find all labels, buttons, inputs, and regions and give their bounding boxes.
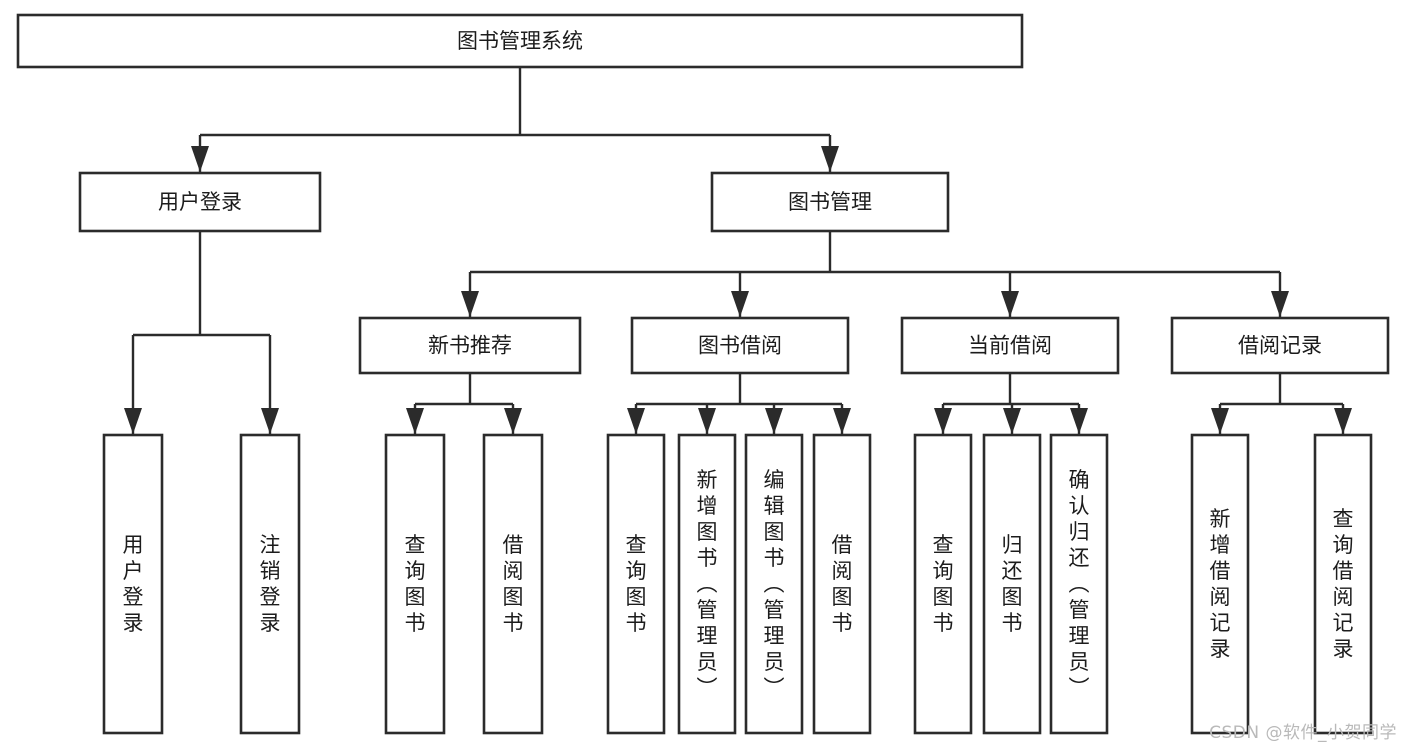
- node-label-leaf-confirm-return: 确认归还︵管理员︶: [1069, 468, 1090, 700]
- node-box-leaf-add-borrow-record: [1190, 433, 1250, 735]
- node-leaf-add-borrow-record[interactable]: 新增借阅记录: [1190, 433, 1250, 735]
- node-leaf-query-book-recommend[interactable]: 查询图书: [384, 433, 446, 735]
- node-leaf-user-login[interactable]: 用户登录: [102, 433, 164, 735]
- arrow-head-icon: [191, 146, 209, 172]
- arrow-head-icon: [731, 291, 749, 317]
- node-label-leaf-query-book-current: 查询图书: [933, 533, 954, 635]
- node-box-leaf-add-book: [677, 433, 737, 735]
- arrow-head-icon: [698, 408, 716, 434]
- arrow-head-icon: [1211, 408, 1229, 434]
- arrow-head-icon: [934, 408, 952, 434]
- node-box-book-borrow: [630, 316, 850, 375]
- arrow-head-icon: [124, 408, 142, 434]
- node-leaf-query-book-current[interactable]: 查询图书: [913, 433, 973, 735]
- node-label-leaf-return-book: 归还图书: [1002, 533, 1023, 635]
- arrow-head-icon: [504, 408, 522, 434]
- node-box-borrow-record: [1170, 316, 1390, 375]
- node-label-book-borrow: 图书借阅: [698, 334, 782, 358]
- node-root[interactable]: 图书管理系统: [16, 13, 1024, 69]
- csdn-watermark: CSDN @软件_小贺同学: [1209, 723, 1397, 743]
- arrow-head-icon: [627, 408, 645, 434]
- node-new-book-recommend[interactable]: 新书推荐: [358, 316, 582, 375]
- node-leaf-query-borrow-record[interactable]: 查询借阅记录: [1313, 433, 1373, 735]
- node-label-root: 图书管理系统: [457, 29, 583, 53]
- node-leaf-user-logout[interactable]: 注销登录: [239, 433, 301, 735]
- node-label-leaf-borrow-book-recommend: 借阅图书: [503, 533, 524, 635]
- node-label-leaf-borrow-book: 借阅图书: [832, 533, 853, 635]
- node-label-new-book-recommend: 新书推荐: [428, 334, 512, 358]
- arrow-head-icon: [1001, 291, 1019, 317]
- node-user-login[interactable]: 用户登录: [78, 171, 322, 233]
- node-leaf-return-book[interactable]: 归还图书: [982, 433, 1042, 735]
- node-leaf-borrow-book-recommend[interactable]: 借阅图书: [482, 433, 544, 735]
- node-label-leaf-user-login: 用户登录: [123, 533, 144, 635]
- node-box-leaf-borrow-book: [812, 433, 872, 735]
- node-box-book-manage: [710, 171, 950, 233]
- node-label-leaf-edit-book: 编辑图书︵管理员︶: [764, 468, 785, 700]
- arrow-head-icon: [821, 146, 839, 172]
- node-book-borrow[interactable]: 图书借阅: [630, 316, 850, 375]
- node-box-leaf-return-book: [982, 433, 1042, 735]
- node-box-user-login: [78, 171, 322, 233]
- arrow-head-icon: [461, 291, 479, 317]
- node-box-leaf-borrow-book-recommend: [482, 433, 544, 735]
- node-book-manage[interactable]: 图书管理: [710, 171, 950, 233]
- arrow-head-icon: [1334, 408, 1352, 434]
- arrow-head-icon: [1271, 291, 1289, 317]
- arrow-head-icon: [1003, 408, 1021, 434]
- node-box-current-borrow: [900, 316, 1120, 375]
- node-label-leaf-add-borrow-record: 新增借阅记录: [1210, 507, 1231, 661]
- node-label-borrow-record: 借阅记录: [1238, 334, 1322, 358]
- node-box-leaf-edit-book: [744, 433, 804, 735]
- node-current-borrow[interactable]: 当前借阅: [900, 316, 1120, 375]
- arrow-head-icon: [1070, 408, 1088, 434]
- node-label-current-borrow: 当前借阅: [968, 334, 1052, 358]
- arrow-head-icon: [261, 408, 279, 434]
- arrow-head-icon: [833, 408, 851, 434]
- node-label-book-manage: 图书管理: [788, 190, 872, 214]
- node-layer: 图书管理系统用户登录图书管理新书推荐图书借阅当前借阅借阅记录用户登录注销登录查询…: [16, 13, 1390, 735]
- node-box-root: [16, 13, 1024, 69]
- node-leaf-query-book-borrow[interactable]: 查询图书: [606, 433, 666, 735]
- arrow-head-icon: [406, 408, 424, 434]
- node-label-user-login: 用户登录: [158, 190, 242, 214]
- node-box-leaf-query-book-recommend: [384, 433, 446, 735]
- node-box-leaf-confirm-return: [1049, 433, 1109, 735]
- node-leaf-confirm-return[interactable]: 确认归还︵管理员︶: [1049, 433, 1109, 735]
- node-box-leaf-user-logout: [239, 433, 301, 735]
- connector-layer: [124, 67, 1352, 434]
- node-leaf-edit-book[interactable]: 编辑图书︵管理员︶: [744, 433, 804, 735]
- node-label-leaf-query-book-borrow: 查询图书: [626, 533, 647, 635]
- node-box-new-book-recommend: [358, 316, 582, 375]
- node-label-leaf-query-book-recommend: 查询图书: [405, 533, 426, 635]
- node-label-leaf-query-borrow-record: 查询借阅记录: [1333, 507, 1354, 661]
- node-box-leaf-user-login: [102, 433, 164, 735]
- node-label-leaf-add-book: 新增图书︵管理员︶: [697, 468, 718, 700]
- node-box-leaf-query-book-borrow: [606, 433, 666, 735]
- node-box-leaf-query-borrow-record: [1313, 433, 1373, 735]
- arrow-head-icon: [765, 408, 783, 434]
- node-borrow-record[interactable]: 借阅记录: [1170, 316, 1390, 375]
- node-leaf-borrow-book[interactable]: 借阅图书: [812, 433, 872, 735]
- node-label-leaf-user-logout: 注销登录: [260, 533, 281, 635]
- node-box-leaf-query-book-current: [913, 433, 973, 735]
- node-leaf-add-book[interactable]: 新增图书︵管理员︶: [677, 433, 737, 735]
